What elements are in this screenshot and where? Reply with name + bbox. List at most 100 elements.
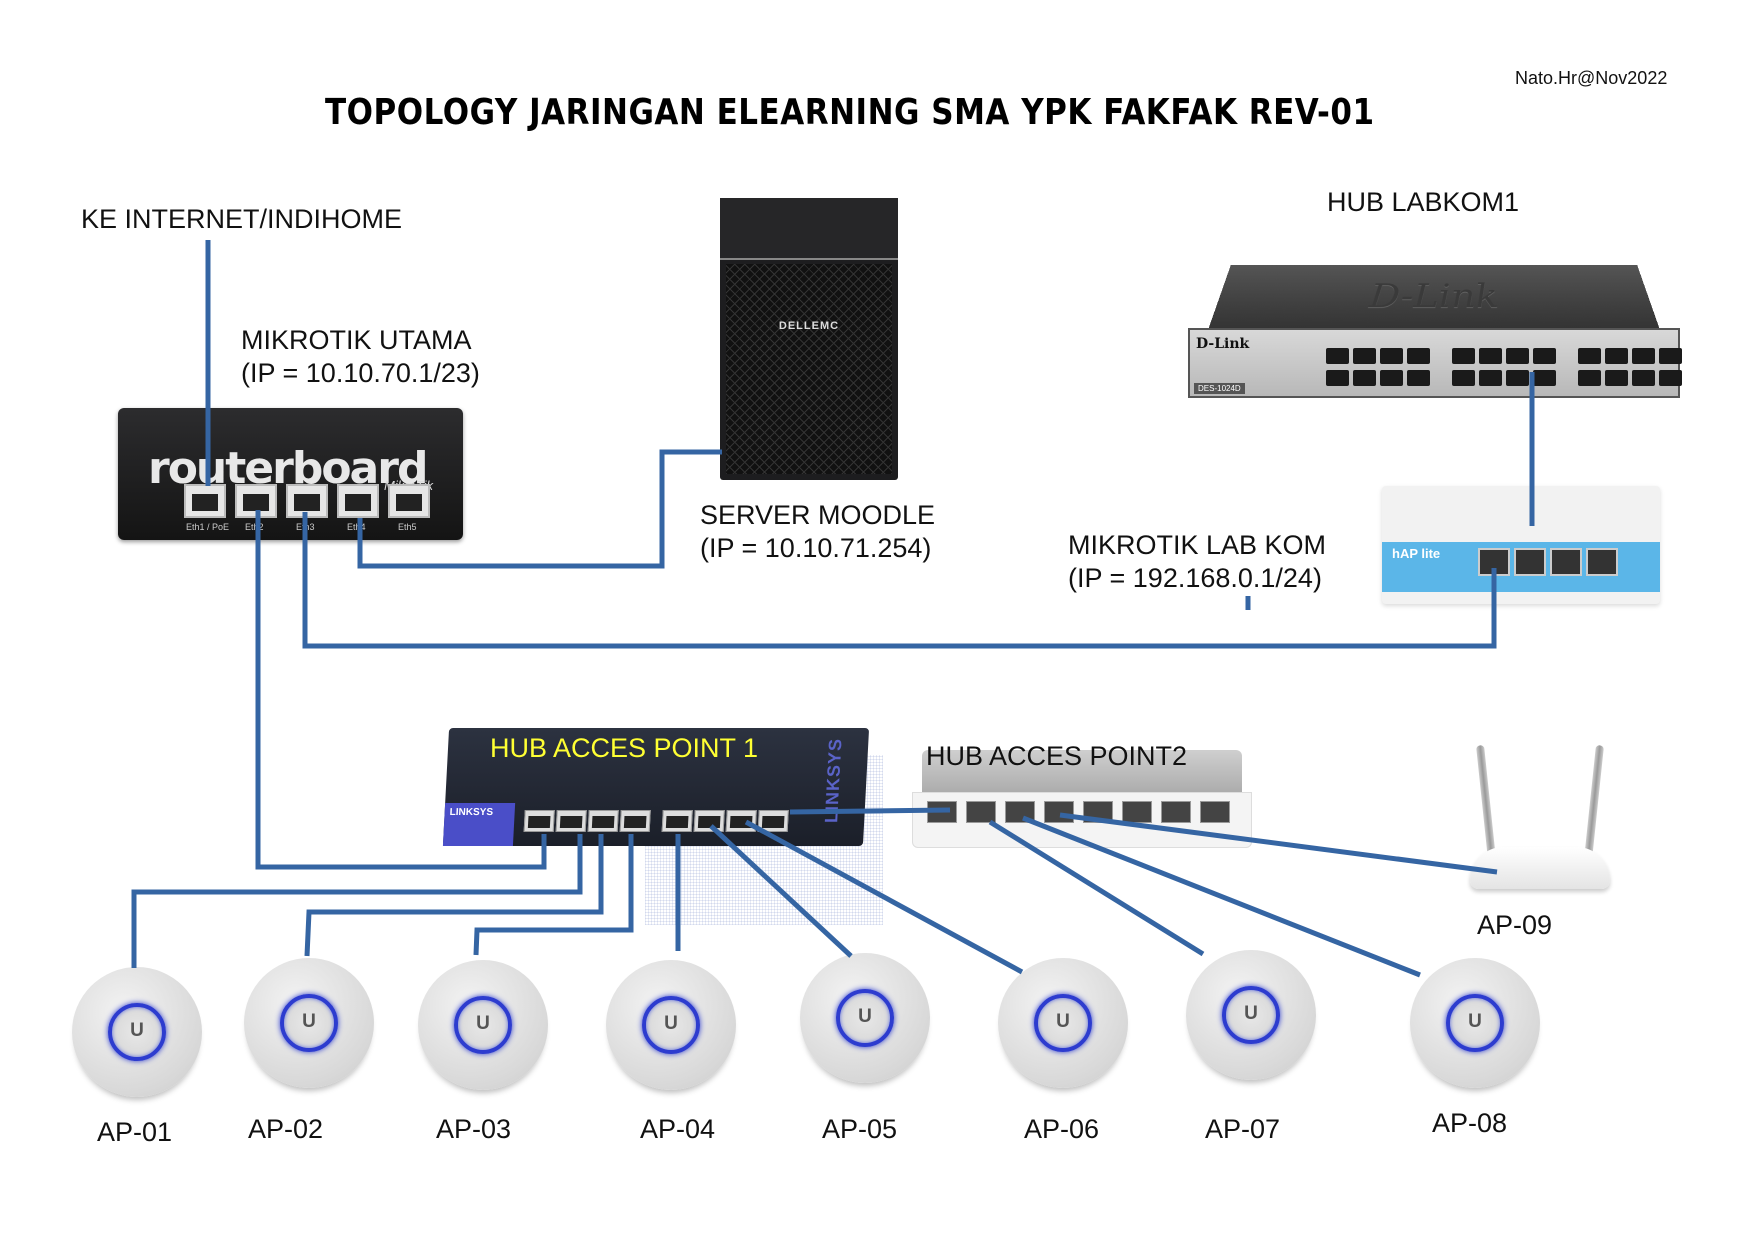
ubiquiti-logo-icon: U — [302, 1011, 316, 1032]
ap-led-ring: U — [454, 996, 512, 1054]
ubiquiti-logo-icon: U — [664, 1013, 678, 1034]
author-credit: Nato.Hr@Nov2022 — [1515, 68, 1668, 88]
unifi-access-point-icon: U — [606, 960, 736, 1090]
switch-port — [1578, 348, 1601, 364]
hub-labkom-name: HUB LABKOM1 — [1327, 187, 1520, 217]
switch-port — [1632, 370, 1655, 386]
unifi-access-point-icon: U — [72, 967, 202, 1097]
port-label: Eth4 — [347, 522, 366, 532]
ap-led-ring: U — [1034, 994, 1092, 1052]
router-port-eth4 — [337, 484, 379, 518]
hap-model: hAP lite — [1392, 546, 1441, 561]
unifi-access-point-icon: U — [998, 958, 1128, 1088]
ap-label: AP-01 — [97, 1117, 173, 1147]
unifi-access-point-icon: U — [1186, 950, 1316, 1080]
server-front-panel — [720, 198, 898, 260]
router-to-hub1-cable — [255, 510, 547, 870]
server-cable — [357, 449, 722, 569]
hub-ap2-port — [966, 801, 996, 823]
switch-port — [1452, 370, 1475, 386]
router-port-eth5 — [388, 484, 430, 518]
switch-model: DES-1024D — [1194, 383, 1245, 394]
internet-label: KE INTERNET/INDIHOME — [81, 204, 403, 234]
ap03-cable — [473, 834, 634, 956]
switch-port — [1659, 370, 1682, 386]
ubiquiti-logo-icon: U — [858, 1006, 872, 1027]
ap-label: AP-06 — [1024, 1114, 1100, 1144]
ap02-cable — [304, 834, 604, 957]
ubiquiti-logo-icon: U — [1244, 1003, 1258, 1024]
hub-ap2-top — [922, 750, 1242, 795]
ap-label: AP-08 — [1432, 1108, 1508, 1138]
switch-port — [1353, 370, 1376, 386]
switch-port — [1452, 348, 1475, 364]
mikrotik-main-router-device: routerboard MikroTik Eth1 / PoE Eth2 Eth… — [118, 408, 463, 540]
ap-led-ring: U — [642, 996, 700, 1054]
server-name: SERVER MOODLE — [700, 500, 936, 530]
ap05-cable — [709, 824, 853, 958]
hap-front: hAP lite — [1382, 542, 1660, 592]
hap-port-3 — [1550, 548, 1582, 576]
labkom-uplink-cable — [302, 512, 1497, 649]
port-label: Eth5 — [398, 522, 417, 532]
dlink-switch-device: D-Link D-Link DES-1024D — [1188, 250, 1682, 400]
unifi-access-point-icon: U — [800, 953, 930, 1083]
server-grill — [726, 264, 892, 474]
ap-label: AP-02 — [248, 1114, 324, 1144]
ap-label: AP-03 — [436, 1114, 512, 1144]
ap07-cable — [988, 819, 1205, 957]
unifi-access-point-icon: U — [1410, 958, 1540, 1088]
ap-label: AP-09 — [1477, 910, 1553, 940]
ap09-cable — [1059, 812, 1498, 875]
router-main-ip: (IP = 10.10.70.1/23) — [241, 358, 480, 388]
server-brand: DELLEMC — [778, 320, 840, 332]
switch-port — [1407, 348, 1430, 364]
switch-port — [1506, 348, 1529, 364]
ubiquiti-logo-icon: U — [476, 1013, 490, 1034]
ap-led-ring: U — [280, 994, 338, 1052]
switch-front: D-Link DES-1024D — [1188, 328, 1682, 398]
switch-port — [1479, 370, 1502, 386]
switch-port — [1380, 370, 1403, 386]
diagram-title: TOPOLOGY JARINGAN ELEARNING SMA YPK FAKF… — [325, 92, 1375, 134]
switch-port — [1326, 370, 1349, 386]
port-label: Eth2 — [245, 522, 264, 532]
router-lab-ip: (IP = 192.168.0.1/24) — [1068, 563, 1322, 593]
ap-led-ring: U — [1446, 994, 1504, 1052]
switch-port — [1533, 348, 1556, 364]
ap06-cable — [744, 819, 1024, 975]
switch-port — [1407, 370, 1430, 386]
unifi-access-point-icon: U — [418, 960, 548, 1090]
ap-led-ring: U — [108, 1003, 166, 1061]
switch-port — [1353, 348, 1376, 364]
switch-brand: D-Link — [1196, 336, 1250, 352]
ap-09-router-device — [1470, 744, 1610, 895]
switch-port — [1605, 348, 1628, 364]
router-port-eth1 — [184, 484, 226, 518]
switch-port — [1479, 348, 1502, 364]
ap-09-body — [1470, 847, 1610, 889]
hub-ap2-name: HUB ACCES POINT2 — [926, 741, 1188, 771]
ap08-cable — [1022, 815, 1421, 978]
hap-port-2 — [1514, 548, 1546, 576]
switch-port — [1578, 370, 1601, 386]
hub1-to-hub2-cable — [789, 807, 951, 815]
server-ip: (IP = 10.10.71.254) — [700, 533, 932, 563]
router-main-name: MIKROTIK UTAMA — [241, 325, 472, 355]
ubiquiti-logo-icon: U — [130, 1020, 144, 1041]
ap-label: AP-05 — [822, 1114, 898, 1144]
mikrotik-lab-router-device: hAP lite — [1382, 486, 1660, 604]
ap-led-ring: U — [836, 989, 894, 1047]
hub-ap2-port — [1161, 801, 1191, 823]
switch-port — [1632, 348, 1655, 364]
ubiquiti-logo-icon: U — [1468, 1011, 1482, 1032]
ap01-cable — [131, 834, 583, 968]
server-device: DELLEMC — [720, 198, 898, 480]
switch-port — [1605, 370, 1628, 386]
hub-ap1-name: HUB ACCES POINT 1 — [490, 733, 759, 763]
hap-port-4 — [1586, 548, 1618, 576]
hub-ap2-port — [1200, 801, 1230, 823]
switch-port — [1659, 348, 1682, 364]
port-label: Eth1 / PoE — [186, 522, 230, 532]
